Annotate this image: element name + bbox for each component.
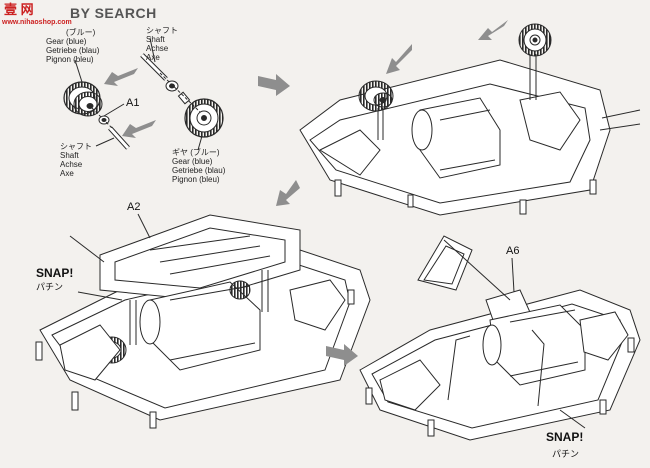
label-gear-top: (ブルー) Gear (blue) Getriebe (blau) Pignon… [46, 28, 100, 64]
step1-arrows [104, 68, 156, 138]
snap-label-step3-jp: パチン [36, 282, 64, 292]
snap-label-step3: SNAP! [36, 266, 74, 280]
page-header-title: BY SEARCH [70, 5, 157, 21]
bushing-top [165, 80, 179, 92]
shaft-bottom [108, 126, 130, 150]
arrow-step1-to-step2 [258, 74, 290, 96]
label-shaft-bottom: シャフト Shaft Achse Axe [60, 142, 92, 178]
step2-chassis [299, 23, 641, 216]
step2-arrows [386, 20, 508, 74]
part-label-a2: A2 [127, 201, 141, 213]
watermark-logo: 壹 网 [4, 2, 34, 17]
arrow-step3-to-step4 [326, 344, 358, 366]
part-label-a6: A6 [506, 245, 520, 257]
part-label-a1: A1 [126, 97, 140, 109]
snap-label-step4-jp: パチン [552, 449, 580, 459]
arrow-step2-to-step3 [276, 180, 300, 206]
step1-exploded-view [63, 37, 224, 151]
step4-chassis [359, 235, 641, 441]
crown-gear-left [63, 81, 103, 117]
watermark-url: www.nihaoshop.com [2, 19, 72, 26]
spur-gear-right [184, 98, 224, 138]
pin-small [177, 91, 191, 105]
snap-label-step4: SNAP! [546, 430, 584, 444]
label-gear-bottom: ギヤ (ブルー) Gear (blue) Getriebe (blau) Pig… [172, 148, 226, 184]
label-shaft-top: シャフト Shaft Achse Axe [146, 26, 178, 62]
step3-chassis [35, 213, 371, 429]
